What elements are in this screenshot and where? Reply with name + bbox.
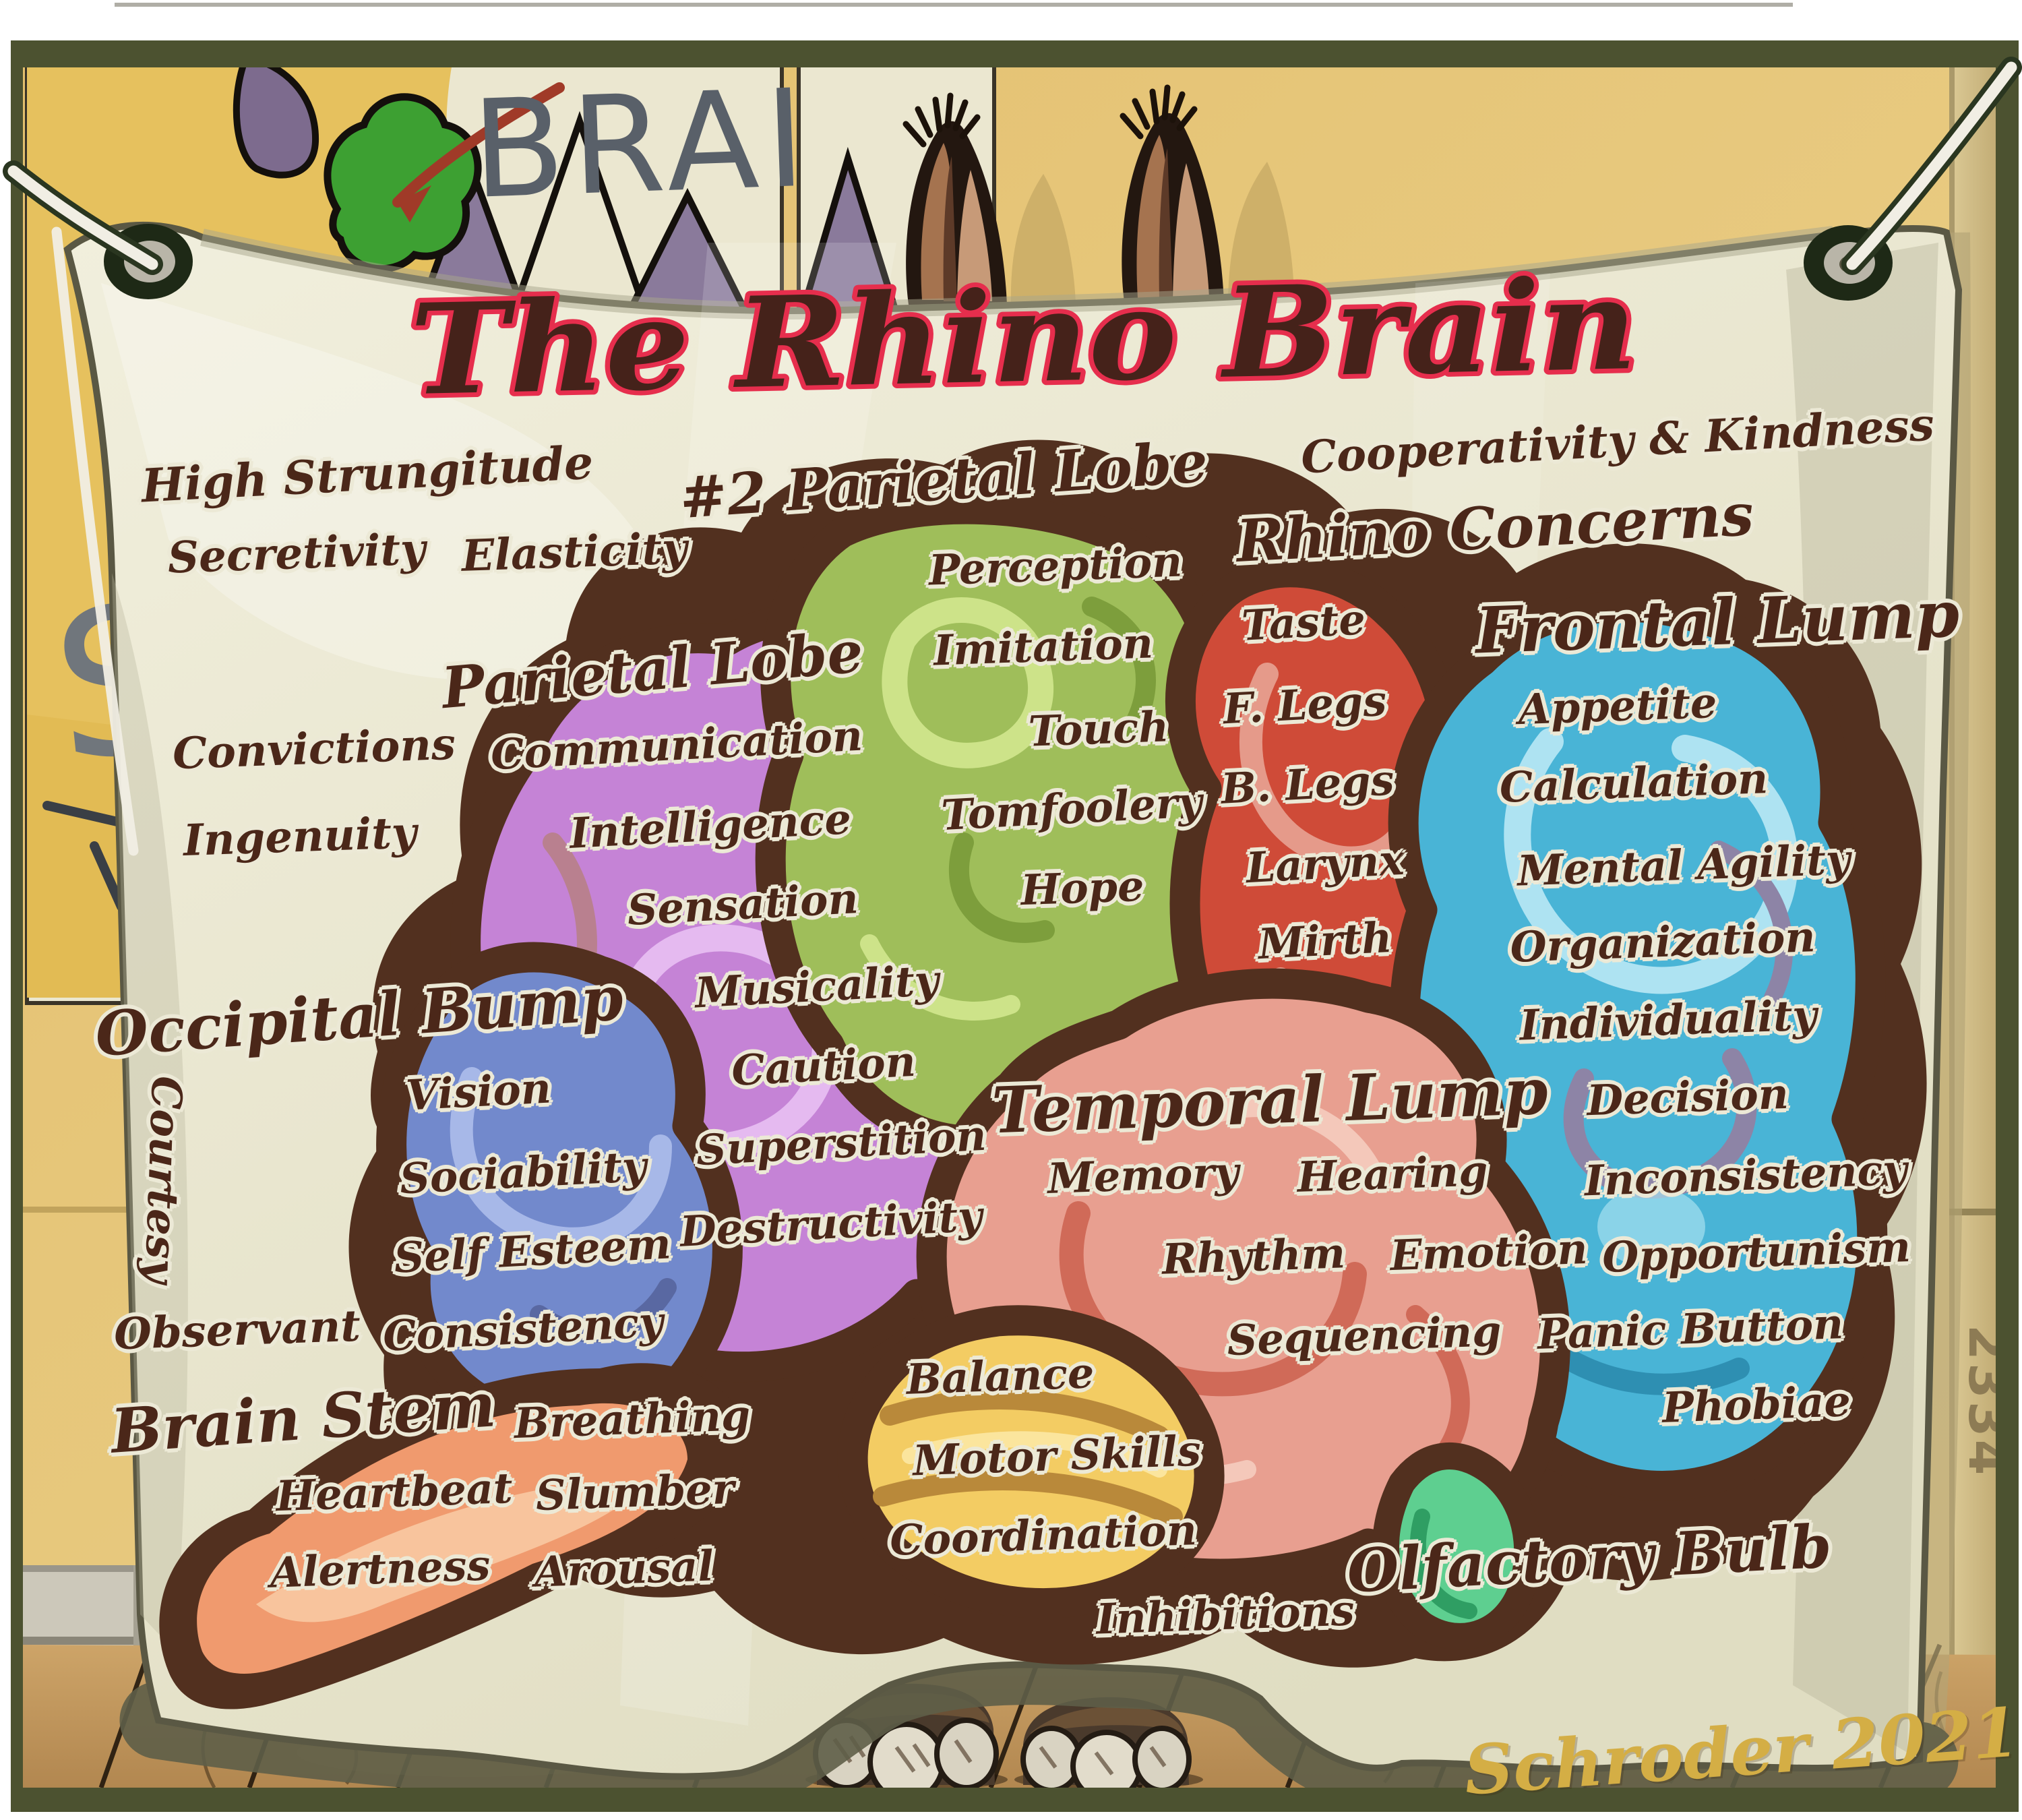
label-phobiae: Phobiae [1661, 1376, 1851, 1432]
label-memory: Memory [1046, 1147, 1240, 1203]
label-musicality: Musicality [694, 955, 940, 1018]
label-emotion: Emotion [1389, 1223, 1589, 1281]
label-inhibitions: Inhibitions [1095, 1585, 1355, 1644]
label-hope: Hope [1020, 861, 1145, 915]
hanging-ropes [3, 57, 2022, 856]
trait-courtesy: Courtesy [135, 1075, 192, 1284]
label-hearing: Hearing [1296, 1146, 1489, 1202]
label-arousal: Arousal [533, 1541, 715, 1597]
label-vision: Vision [404, 1063, 553, 1120]
label-inconsistency: Inconsistency [1583, 1145, 1908, 1206]
label-tomfoolery: Tomfoolery [940, 777, 1204, 841]
wall-seam [23, 1207, 131, 1213]
label-sequencing: Sequencing [1226, 1306, 1502, 1366]
trait-elasticity: Elasticity [460, 523, 688, 582]
rhino-ears [902, 84, 1294, 305]
trait-convictions: Convictions [171, 719, 457, 780]
label-b-legs: B. Legs [1219, 755, 1396, 814]
label-organization: Organization [1509, 912, 1816, 972]
panel-frame [11, 3, 2019, 1812]
label-imitation: Imitation [933, 618, 1154, 675]
trait-observant: Observant [113, 1300, 362, 1360]
label-decision: Decision [1586, 1068, 1789, 1126]
lobe-occipital [376, 942, 743, 1441]
region-title-frontal: Frontal Lump [1474, 577, 1961, 669]
label-individuality: Individuality [1519, 990, 1818, 1050]
label-calculation: Calculation [1498, 754, 1769, 812]
label-coordination: Coordination [889, 1505, 1198, 1565]
rhino-ear-right [1120, 84, 1224, 302]
label-slumber: Slumber [534, 1463, 735, 1521]
label-alertness: Alertness [269, 1540, 491, 1598]
trait-secretivity: Secretivity [166, 524, 427, 584]
lobe-cerebellum [837, 1305, 1225, 1619]
label-heartbeat: Heartbeat [275, 1463, 514, 1521]
label-taste: Taste [1240, 595, 1367, 650]
label-sensation: Sensation [625, 874, 860, 935]
label-mental-agility: Mental Agility [1516, 835, 1851, 896]
label-rhythm: Rhythm [1161, 1228, 1347, 1284]
rhino-ear-left [902, 92, 1007, 305]
wall-number: 2334 [1957, 1325, 2017, 1478]
label-opportunism: Opportunism [1601, 1222, 1911, 1282]
brain-diagram [159, 439, 1927, 1709]
label-motor-skills: Motor Skills [912, 1426, 1202, 1486]
label-caution: Caution [730, 1036, 917, 1096]
label-appetite: Appetite [1517, 677, 1718, 735]
baseboard [23, 1565, 144, 1650]
brain-stem-shape [159, 1363, 748, 1709]
label-larynx: Larynx [1244, 835, 1405, 893]
label-sociability: Sociability [398, 1141, 648, 1204]
label-breathing: Breathing [513, 1390, 752, 1449]
region-title-temporal: Temporal Lump [990, 1054, 1550, 1149]
olfactory-bulb-shape [1372, 1443, 1541, 1650]
banner-title: The Rhino Brain [409, 251, 1638, 423]
label-balance: Balance [905, 1348, 1095, 1404]
trait-ingenuity: Ingenuity [182, 807, 418, 867]
label-f-legs: F. Legs [1222, 675, 1388, 734]
rhino-foot-right [1020, 1697, 1192, 1788]
label-perception: Perception [927, 537, 1184, 595]
label-panic-button: Panic Button [1536, 1299, 1845, 1359]
label-mirth: Mirth [1256, 912, 1394, 969]
label-touch: Touch [1027, 702, 1170, 756]
